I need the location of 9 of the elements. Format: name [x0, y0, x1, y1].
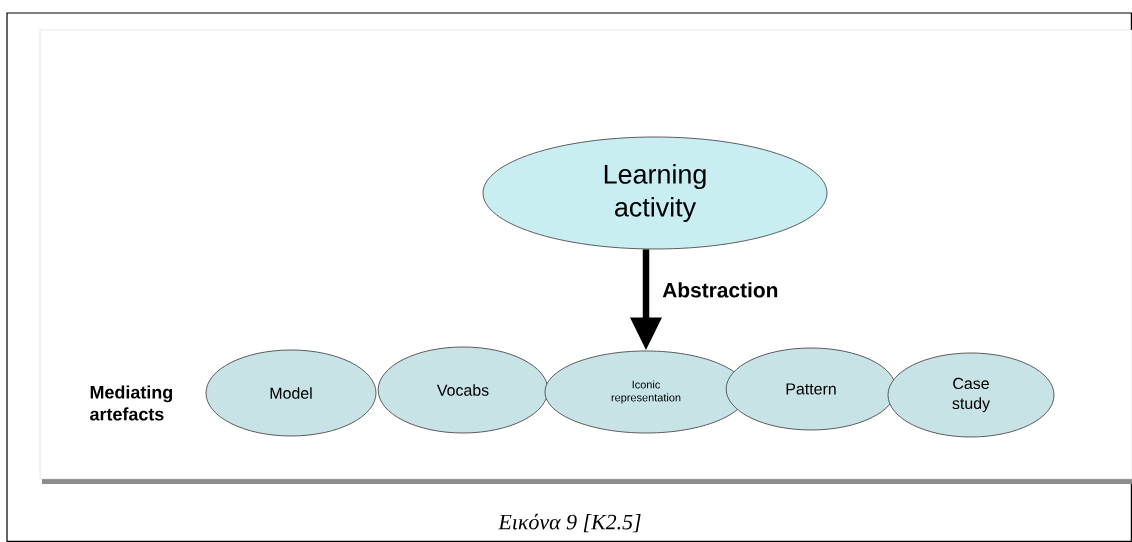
edge-label: Abstraction [660, 280, 781, 300]
ellipse-node: Case study [887, 352, 1055, 438]
ellipse-node: Vocabs [377, 346, 549, 434]
ellipse-node: Model [205, 349, 377, 437]
ellipse-node: Pattern [725, 347, 897, 431]
side-label: Mediating artefacts [90, 385, 172, 421]
ellipse-node: Iconic representation [544, 350, 748, 434]
caption: Εικόνα 9 [K2.5] [498, 513, 641, 533]
ellipse-node: Learning activity [482, 136, 828, 250]
